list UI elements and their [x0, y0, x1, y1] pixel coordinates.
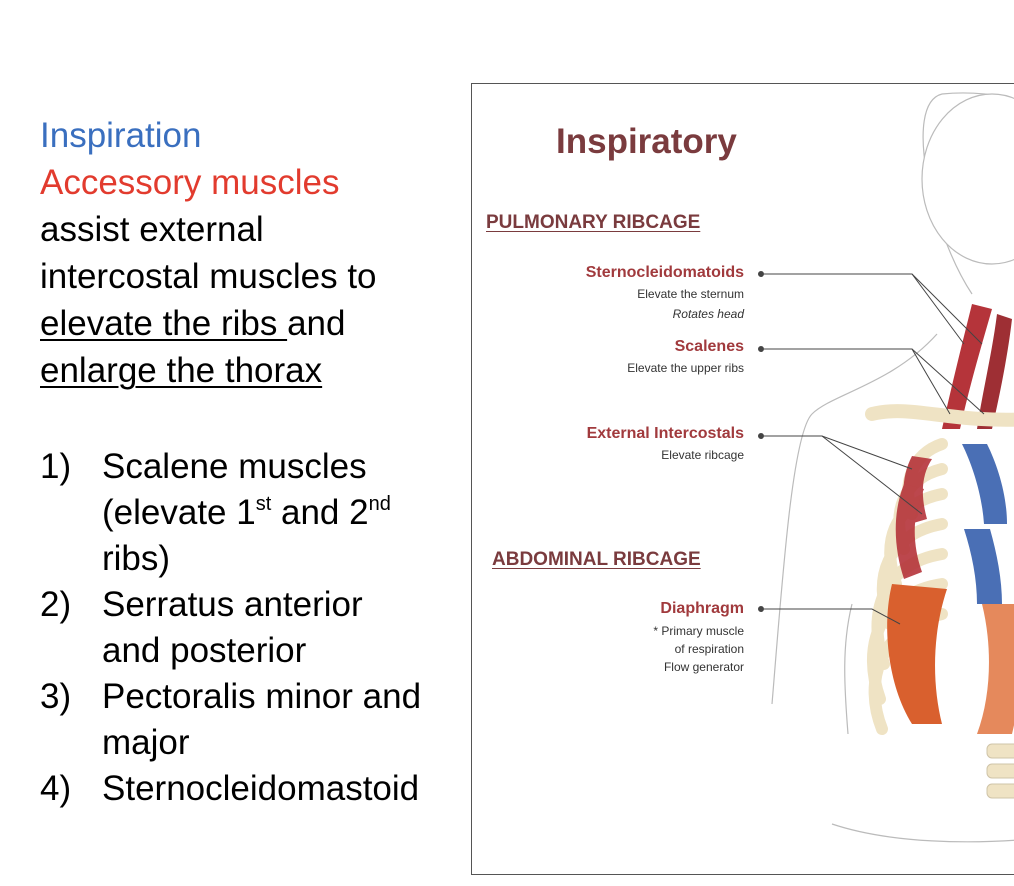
list-number: 2) — [40, 585, 72, 624]
clavicle-bone — [865, 404, 1014, 427]
desc-diaphragm: Flow generator — [663, 660, 744, 674]
label-diaphragm: Diaphragm — [660, 600, 744, 617]
label-external-intercostals: External Intercostals — [586, 425, 744, 442]
accessory-muscle-list: 1) Scalene muscles (elevate 1st and 2nd … — [40, 444, 465, 812]
arm-outline — [844, 603, 853, 735]
desc-sternocleidomatoids: Rotates head — [672, 307, 744, 321]
underlined-text: elevate the ribs — [40, 304, 288, 343]
text-fragment: and — [287, 304, 346, 343]
list-text: ribs) — [102, 539, 171, 578]
list-text: Scalene muscles — [102, 447, 367, 486]
list-text: major — [102, 723, 190, 762]
list-item: 3) Pectoralis minor and major — [40, 674, 465, 766]
list-item: 4) Sternocleidomastoid — [40, 766, 465, 812]
heading-accessory-muscles: Accessory muscles — [40, 163, 340, 202]
list-text: and posterior — [102, 631, 307, 670]
list-text: Sternocleidomastoid — [102, 769, 420, 808]
figure-title: Inspiratory — [556, 122, 737, 161]
list-item: 2) Serratus anterior and posterior — [40, 582, 465, 674]
diaphragm-muscle-right — [977, 604, 1014, 734]
external-intercostal-muscles — [895, 456, 932, 579]
internal-intercostal-blue — [962, 444, 1007, 604]
label-scalenes: Scalenes — [674, 338, 744, 355]
torso-outline — [831, 823, 1014, 843]
list-item: 1) Scalene muscles (elevate 1st and 2nd … — [40, 444, 465, 582]
text-line: assist external — [40, 210, 264, 249]
scalene-muscle — [977, 314, 1012, 429]
desc-external-intercostals: Elevate ribcage — [661, 448, 744, 462]
diaphragm-muscle — [887, 584, 947, 724]
shoulder-outline — [771, 333, 938, 705]
list-number: 3) — [40, 677, 72, 716]
section-abdominal-ribcage: ABDOMINAL RIBCAGE — [492, 549, 701, 570]
anatomy-illustration — [758, 92, 1014, 843]
list-number: 1) — [40, 447, 72, 486]
list-text: (elevate 1st and 2nd — [102, 493, 391, 532]
inspiratory-muscles-figure: Inspiratory PULMONARY RIBCAGE Sternoclei… — [471, 83, 1014, 875]
list-text: Serratus anterior — [102, 585, 363, 624]
leader-lines — [758, 271, 985, 625]
desc-diaphragm: * Primary muscle — [653, 624, 744, 638]
text-line: intercostal muscles to — [40, 257, 377, 296]
desc-scalenes: Elevate the upper ribs — [627, 361, 744, 375]
desc-sternocleidomatoids: Elevate the sternum — [637, 287, 744, 301]
label-sternocleidomatoids: Sternocleidomatoids — [585, 264, 744, 281]
left-text-panel: Inspiration Accessory muscles assist ext… — [40, 112, 465, 394]
list-number: 4) — [40, 769, 72, 808]
list-text: Pectoralis minor and — [102, 677, 422, 716]
spine — [986, 743, 1014, 799]
underlined-text: enlarge the thorax — [40, 351, 323, 390]
section-pulmonary-ribcage: PULMONARY RIBCAGE — [486, 212, 701, 233]
head-outline — [921, 93, 1014, 265]
text-line: elevate the ribs and — [40, 300, 465, 347]
heading-inspiration: Inspiration — [40, 116, 202, 155]
desc-diaphragm: of respiration — [674, 642, 744, 656]
sternocleidomastoid-muscle — [942, 304, 992, 429]
